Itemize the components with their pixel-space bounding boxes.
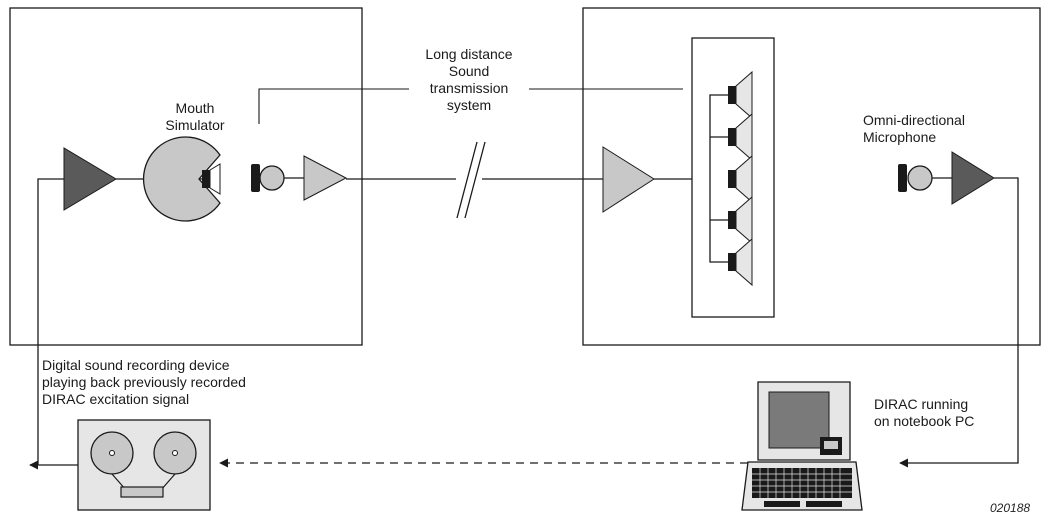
break-mark-icon <box>456 141 486 219</box>
left-room-box <box>9 7 363 346</box>
mouth-simulator-icon <box>142 136 221 222</box>
right-room-box <box>582 7 1041 346</box>
transmission-label-leader <box>258 88 409 124</box>
amplifier-icon <box>63 147 117 211</box>
feed-wire <box>37 178 64 465</box>
amplifier-icon <box>602 146 655 213</box>
amplifier-icon <box>951 151 995 205</box>
loudspeaker-icon <box>728 237 753 287</box>
microphone-icon <box>251 164 285 192</box>
transmission-system-label: Long distance Sound transmission system <box>425 46 513 113</box>
mouth-simulator-label: Mouth Simulator <box>165 100 225 133</box>
mic-output-wire <box>899 177 1019 468</box>
microphone-icon <box>898 164 933 192</box>
figure-number: 020188 <box>990 501 1031 515</box>
dirac-pc-label: DIRAC running on notebook PC <box>874 396 975 429</box>
omni-microphone-label: Omni-directional Microphone <box>863 112 965 145</box>
amplifier-icon <box>303 155 348 201</box>
recording-device-label: Digital sound recording device playing b… <box>42 357 246 407</box>
notebook-pc-icon <box>741 381 863 511</box>
tape-recorder-icon <box>77 419 211 511</box>
speaker-bus-wire <box>709 94 728 263</box>
